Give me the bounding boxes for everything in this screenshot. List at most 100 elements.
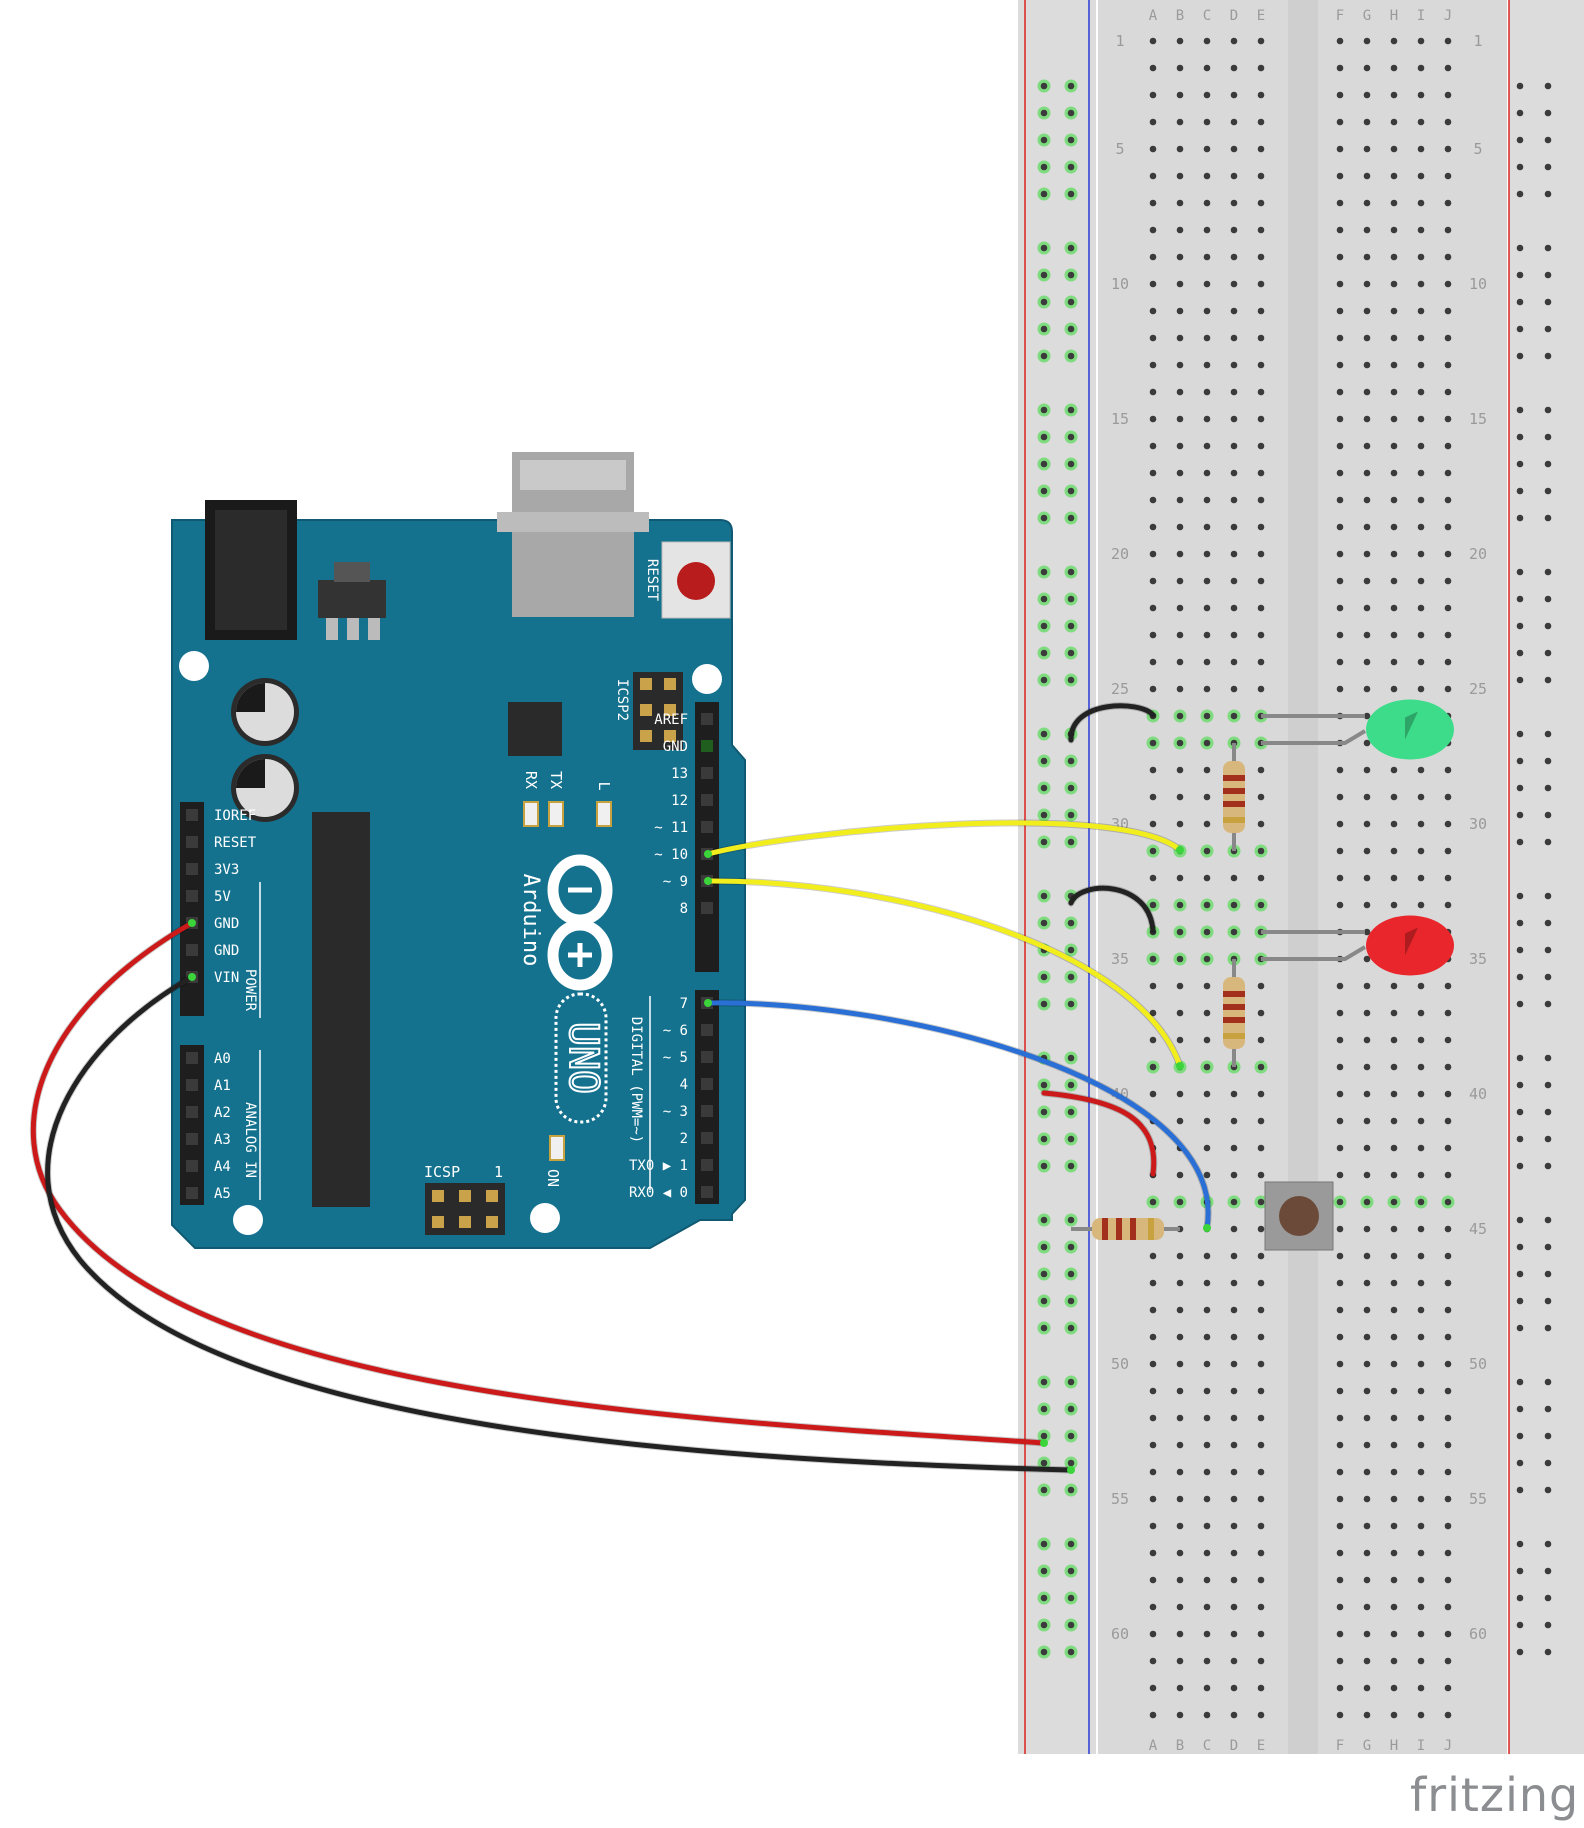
hole xyxy=(1149,199,1157,207)
power-pin xyxy=(186,809,198,821)
wire-pin12-yellow xyxy=(705,820,1183,857)
hole xyxy=(1390,469,1398,477)
board-led xyxy=(596,801,612,827)
hole xyxy=(1176,631,1184,639)
hole xyxy=(1390,793,1398,801)
hole xyxy=(1390,226,1398,234)
hole xyxy=(1257,658,1265,666)
hole xyxy=(1363,901,1371,909)
analog-pin xyxy=(186,1160,198,1172)
rail-hole xyxy=(1040,1486,1048,1494)
rail-hole xyxy=(1516,1216,1524,1224)
hole xyxy=(1390,847,1398,855)
rail-hole xyxy=(1516,163,1524,171)
rail-hole xyxy=(1516,1432,1524,1440)
hole xyxy=(1363,820,1371,828)
hole xyxy=(1203,766,1211,774)
hole xyxy=(1203,172,1211,180)
hole xyxy=(1336,1144,1344,1152)
uno-badge xyxy=(554,992,608,1124)
hole xyxy=(1203,928,1211,936)
hole xyxy=(1444,172,1452,180)
rail-hole xyxy=(1544,1540,1552,1548)
hole xyxy=(1230,901,1238,909)
hole xyxy=(1149,334,1157,342)
hole xyxy=(1390,685,1398,693)
rail-hole xyxy=(1040,1162,1048,1170)
hole xyxy=(1444,874,1452,882)
hole xyxy=(1257,847,1265,855)
hole xyxy=(1444,1090,1452,1098)
hole xyxy=(1363,658,1371,666)
hole xyxy=(1149,1306,1157,1314)
rail-hole xyxy=(1516,1378,1524,1386)
row-number-35: 35 xyxy=(1111,950,1129,968)
hole xyxy=(1336,550,1344,558)
hole xyxy=(1257,1576,1265,1584)
hole xyxy=(1363,145,1371,153)
hole xyxy=(1336,226,1344,234)
hole xyxy=(1363,685,1371,693)
row-number-10: 10 xyxy=(1111,275,1129,293)
rail-hole xyxy=(1544,1000,1552,1008)
hole xyxy=(1444,1009,1452,1017)
hole xyxy=(1257,1063,1265,1071)
hole xyxy=(1176,91,1184,99)
rail-hole xyxy=(1040,568,1048,576)
rail-hole xyxy=(1040,784,1048,792)
hole xyxy=(1390,280,1398,288)
rail-hole xyxy=(1067,1000,1075,1008)
hole xyxy=(1257,1630,1265,1638)
row-number-55: 55 xyxy=(1111,1490,1129,1508)
hole xyxy=(1390,1684,1398,1692)
hole xyxy=(1203,793,1211,801)
hole xyxy=(1176,1279,1184,1287)
hole xyxy=(1444,1279,1452,1287)
hole xyxy=(1390,1603,1398,1611)
rail-hole xyxy=(1544,298,1552,306)
hole xyxy=(1257,199,1265,207)
hole xyxy=(1417,685,1425,693)
hole xyxy=(1230,1333,1238,1341)
hole xyxy=(1336,1441,1344,1449)
rail-hole xyxy=(1544,1216,1552,1224)
hole xyxy=(1149,766,1157,774)
hole xyxy=(1230,118,1238,126)
rail-hole xyxy=(1516,1270,1524,1278)
rail-hole xyxy=(1544,1162,1552,1170)
rail-hole xyxy=(1067,163,1075,171)
icsp-pin xyxy=(486,1190,498,1202)
hole xyxy=(1336,820,1344,828)
hole xyxy=(1336,1333,1344,1341)
hole xyxy=(1230,361,1238,369)
hole xyxy=(1417,1522,1425,1530)
rail-hole xyxy=(1040,136,1048,144)
hole xyxy=(1444,550,1452,558)
hole xyxy=(1390,1657,1398,1665)
hole xyxy=(1363,604,1371,612)
hole xyxy=(1390,1387,1398,1395)
digital-pin-label: 7 xyxy=(680,996,688,1012)
rail-hole xyxy=(1067,757,1075,765)
hole xyxy=(1176,1333,1184,1341)
icsp-label: ICSP xyxy=(424,1163,460,1181)
digital-pin-label: TX0 ▶ 1 xyxy=(629,1158,688,1174)
rail-hole xyxy=(1516,1081,1524,1089)
hole xyxy=(1203,1090,1211,1098)
hole xyxy=(1176,604,1184,612)
hole xyxy=(1336,685,1344,693)
reset-label: RESET xyxy=(644,559,660,602)
rail-hole xyxy=(1516,1405,1524,1413)
rail-hole xyxy=(1067,1243,1075,1251)
hole xyxy=(1444,145,1452,153)
column-letter-g: G xyxy=(1363,8,1371,24)
power-pin xyxy=(186,890,198,902)
hole xyxy=(1390,1306,1398,1314)
digital-pin xyxy=(701,740,713,752)
hole xyxy=(1230,1171,1238,1179)
row-number-60: 60 xyxy=(1111,1625,1129,1643)
hole xyxy=(1203,1495,1211,1503)
rail-hole xyxy=(1544,1378,1552,1386)
hole xyxy=(1417,1630,1425,1638)
hole xyxy=(1336,1630,1344,1638)
